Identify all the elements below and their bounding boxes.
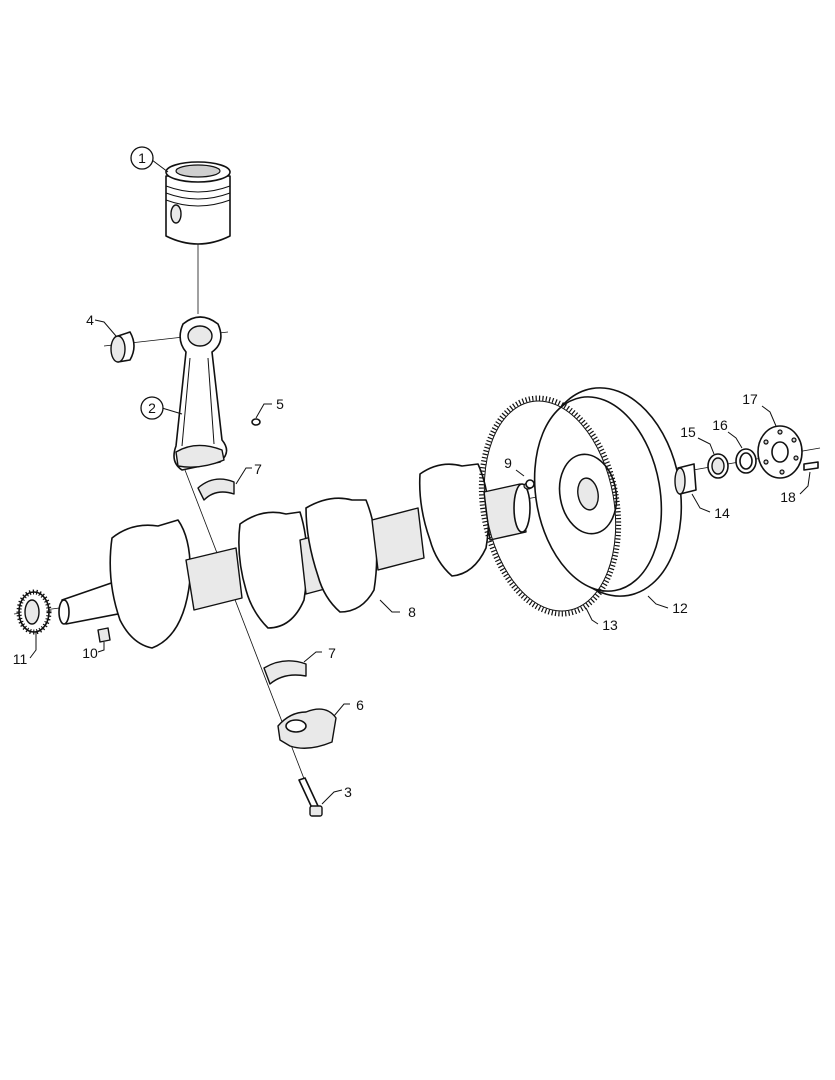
leader-lines [29, 159, 811, 805]
callout-9: 9 [504, 455, 512, 471]
callout-14: 14 [714, 505, 730, 521]
flywheel [533, 387, 683, 597]
lower-bearing-shell [263, 660, 307, 685]
flywheel-dowel [525, 479, 535, 489]
callout-1-circle [130, 146, 154, 170]
callout-4: 4 [86, 312, 94, 328]
rod-dowel [251, 418, 261, 426]
upper-bearing-shell [197, 478, 235, 501]
callout-8: 8 [408, 604, 416, 620]
callout-15: 15 [680, 424, 696, 440]
pilot-bearing [674, 463, 697, 495]
cap-bolt [298, 777, 323, 817]
callout-7-lower: 7 [328, 645, 336, 661]
rod-cap [277, 708, 337, 749]
callout-6: 6 [356, 697, 364, 713]
callout-5: 5 [276, 396, 284, 412]
callout-11: 11 [13, 651, 28, 667]
flywheel-bolt [803, 461, 819, 471]
seal-ring-16 [735, 448, 757, 474]
callout-1: 1 [138, 150, 146, 166]
callout-labels: 1 2 3 4 5 6 7 7 8 9 10 11 12 13 14 15 16… [13, 146, 796, 800]
timing-gear [16, 589, 52, 635]
callout-13: 13 [602, 617, 618, 633]
callout-2: 2 [148, 400, 156, 416]
callout-17: 17 [742, 391, 758, 407]
callout-7-upper: 7 [254, 461, 262, 477]
small-end-bushing [110, 331, 135, 363]
callout-18: 18 [780, 489, 796, 505]
callout-10: 10 [82, 645, 98, 661]
piston [165, 161, 231, 245]
front-key [97, 627, 111, 643]
bolt-plate [757, 425, 803, 479]
ring-gear [478, 395, 622, 617]
callout-12: 12 [672, 600, 688, 616]
crankshaft [58, 463, 533, 649]
seal-ring-15 [707, 453, 729, 479]
callout-3: 3 [344, 784, 352, 800]
callout-16: 16 [712, 417, 728, 433]
callout-2-circle [140, 396, 164, 420]
connecting-rod [173, 316, 228, 471]
